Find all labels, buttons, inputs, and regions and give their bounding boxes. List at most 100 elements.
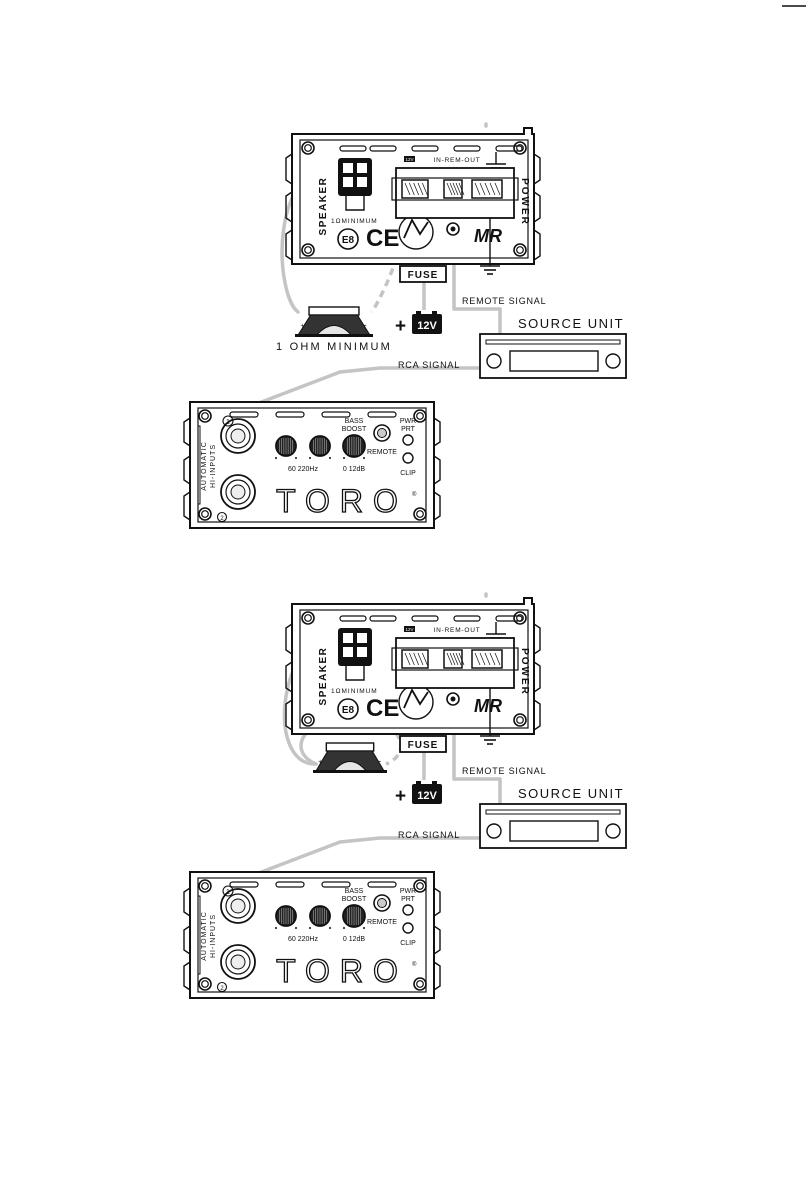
fuse-box [399, 735, 447, 753]
front-inner-frame [197, 407, 427, 523]
knob-tick [275, 457, 277, 459]
screw-icon [198, 879, 212, 893]
remote-signal-label: REMOTE SIGNAL [462, 766, 546, 776]
screw-head-icon [516, 144, 524, 152]
rca-signal-wire [244, 366, 482, 410]
vent-slot [339, 615, 367, 622]
protect-led-icon [402, 904, 414, 916]
knob-tick [363, 927, 365, 929]
remote-port-core [377, 428, 387, 438]
screw-icon [413, 507, 427, 521]
remote-jack-core [450, 696, 456, 702]
battery-icon: 12V [412, 781, 442, 804]
terminal-hatch [474, 182, 481, 196]
e-mark-label: E8 [342, 235, 355, 246]
heatsink-fin [285, 191, 293, 223]
inputs-bracket [198, 425, 201, 505]
heatsink-fin [183, 961, 191, 991]
battery-plus-sign: + [395, 316, 406, 337]
screw-head-icon [304, 246, 312, 254]
heatsink-fin [533, 661, 541, 693]
hi-inputs-label: HI-INPUTS [210, 444, 217, 488]
battery-body [412, 784, 442, 804]
hi-inputs-label: HI-INPUTS [210, 914, 217, 958]
screw-head-icon [201, 412, 209, 420]
wiring-diagram-bottom: +-+-SPEAKER1ΩMINIMUME8CE12VIN-REM-OUTPOW… [183, 592, 627, 999]
ce-mark: CE [366, 225, 399, 252]
screw-icon [301, 243, 315, 257]
battery-post [416, 781, 421, 785]
vent-slot [367, 881, 397, 888]
heatsink-fin [533, 699, 541, 731]
knob-tick [329, 457, 331, 459]
quality-seal-mark [403, 688, 429, 709]
remote-label: REMOTE [367, 919, 397, 926]
terminal-hatch [446, 652, 453, 666]
front-chassis [189, 401, 435, 529]
knob-tick [309, 457, 311, 459]
knob-tick [343, 457, 345, 459]
boost-range-label: 0 12dB [343, 936, 366, 943]
speaker-rim [295, 334, 373, 337]
input-2-number: 2 [220, 516, 224, 522]
minimum-impedance-label: 1ΩMINIMUM [331, 218, 378, 225]
bass-label: BASS [345, 418, 364, 425]
screw-head-icon [516, 614, 524, 622]
terminal-hatch [494, 182, 501, 196]
knob-rim [342, 434, 366, 458]
front-inner-frame [197, 877, 427, 993]
ce-mark: CE [366, 695, 399, 722]
amp-inner-frame [299, 139, 529, 259]
terminal-hatch [479, 652, 486, 666]
frequency-label: 60 220Hz [288, 936, 318, 943]
automatic-label: AUTOMATIC [201, 441, 208, 491]
rca-signal-wire [244, 836, 482, 880]
vent-slot [229, 411, 259, 418]
heatsink-fin [285, 229, 293, 261]
terminal-hatch [484, 652, 491, 666]
speaker-magnet [325, 742, 375, 752]
display-window [509, 820, 599, 842]
input-jack-icon [220, 944, 256, 980]
fuse-label: FUSE [408, 740, 439, 751]
input-jack-icon [220, 888, 256, 924]
terminal-header: IN-REM-OUT [434, 157, 481, 164]
screw-head-icon [201, 980, 209, 988]
speaker-minus: - [378, 756, 381, 766]
terminal-hatch [422, 652, 428, 666]
speaker-icon: +- [313, 742, 387, 773]
terminal-hatch [413, 182, 419, 196]
connector-pin [343, 177, 353, 187]
e-mark-icon [337, 228, 359, 250]
clip-led-icon [402, 452, 414, 464]
screw-icon [198, 977, 212, 991]
heatsink-fin [533, 623, 541, 655]
heatsink-fin [433, 455, 441, 485]
heatsink-fin [533, 229, 541, 261]
screw-head-icon [416, 980, 424, 988]
battery-post [432, 781, 437, 785]
terminal-hatch [404, 182, 411, 196]
input-2-marker [216, 511, 228, 523]
vent-slot [453, 615, 481, 622]
speaker-minus: - [364, 320, 367, 330]
screw-icon [301, 713, 315, 727]
knob-rim [342, 904, 366, 928]
terminal-header: IN-REM-OUT [434, 627, 481, 634]
mr-brand-mark: MR [474, 226, 502, 246]
input-1-marker [222, 415, 234, 427]
pwr-label: PWR [400, 418, 416, 425]
input-jack-core [230, 954, 246, 970]
remote-port-icon [373, 894, 391, 912]
heatsink-fin [285, 153, 293, 185]
cd-slot [485, 809, 621, 815]
knob-tick [343, 927, 345, 929]
vent-slot [369, 615, 397, 622]
amp-inner-frame [299, 609, 529, 729]
rca-signal-label: RCA SIGNAL [398, 830, 460, 840]
heatsink-fin [183, 887, 191, 917]
connector-pin [343, 163, 353, 173]
